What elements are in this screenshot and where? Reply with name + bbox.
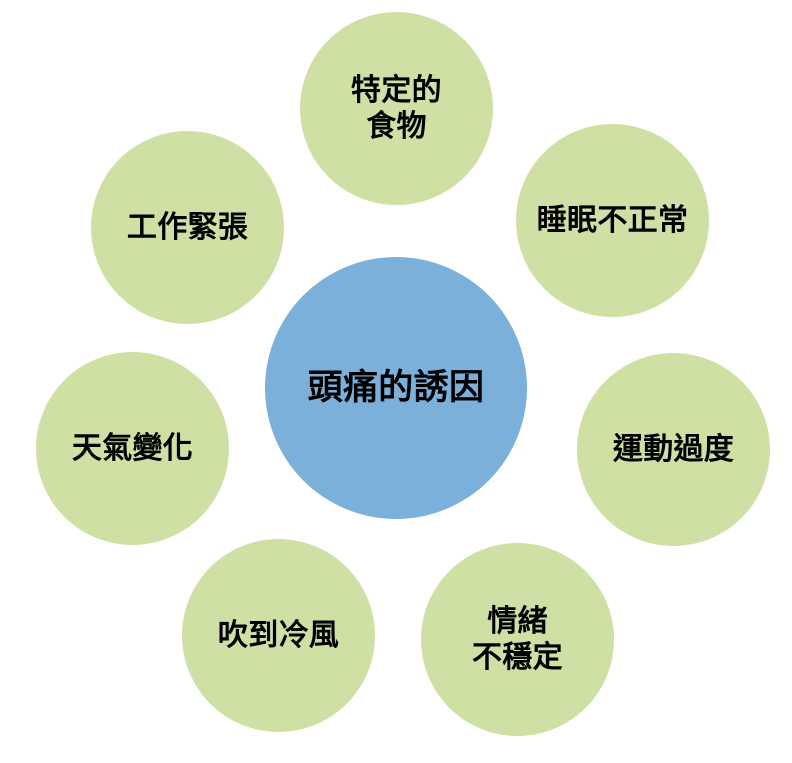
satellite-node-sleep[interactable]: 睡眠不正常 [516,124,709,317]
center-node-headache-triggers[interactable]: 頭痛的誘因 [265,257,527,519]
satellite-label-emotion: 情緒 不穩定 [472,604,563,675]
satellite-node-emotion[interactable]: 情緒 不穩定 [421,543,614,736]
satellite-label-work: 工作緊張 [126,209,249,245]
satellite-node-food[interactable]: 特定的 食物 [300,12,493,205]
satellite-node-exercise[interactable]: 運動過度 [577,353,770,546]
satellite-label-coldwind: 吹到冷風 [217,617,340,653]
center-node-label: 頭痛的誘因 [307,367,485,408]
satellite-label-food: 特定的 食物 [351,73,442,144]
satellite-label-sleep: 睡眠不正常 [536,202,689,238]
satellite-label-exercise: 運動過度 [612,431,735,467]
satellite-node-coldwind[interactable]: 吹到冷風 [182,539,375,732]
satellite-node-work[interactable]: 工作緊張 [91,131,284,324]
satellite-label-weather: 天氣變化 [71,430,194,466]
satellite-node-weather[interactable]: 天氣變化 [36,352,229,545]
